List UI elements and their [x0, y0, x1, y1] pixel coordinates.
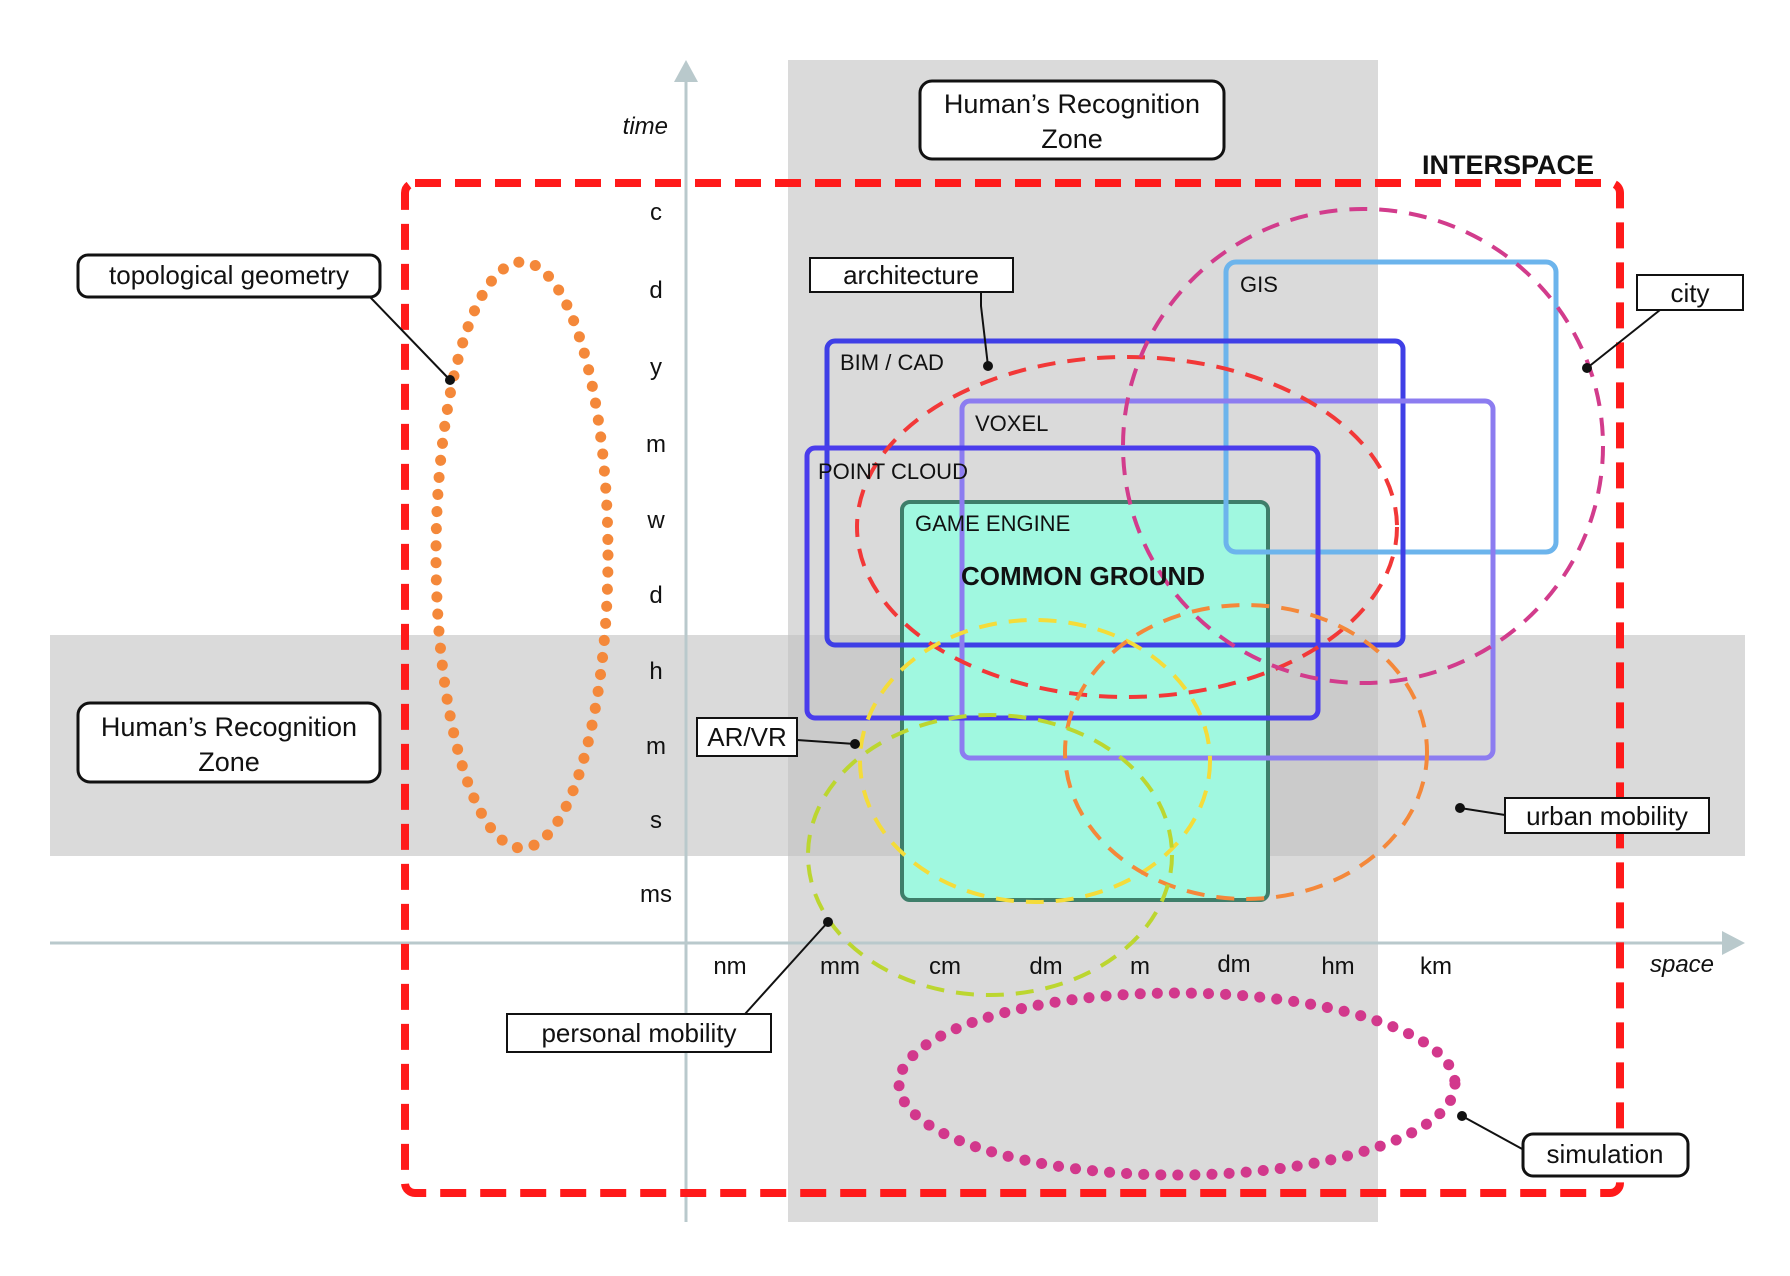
time-tick-labels: c d y m w d h m s ms	[640, 199, 672, 908]
space-axis-label: space	[1650, 951, 1714, 978]
svg-text:urban mobility: urban mobility	[1526, 801, 1688, 831]
game-engine-box	[900, 500, 1270, 902]
simulation-ellipse	[893, 987, 1461, 1181]
time-tick-year: y	[650, 354, 662, 381]
top-recognition-zone-label: Human’s Recognition Zone	[918, 79, 1226, 161]
space-axis-arrow	[1722, 931, 1745, 955]
svg-text:topological geometry: topological geometry	[109, 260, 349, 290]
svg-text:Zone: Zone	[1041, 124, 1103, 154]
time-tick-month: m	[646, 431, 666, 458]
space-tick-dam: dm	[1217, 951, 1250, 978]
bim-cad-box	[824, 338, 1406, 648]
space-tick-nm: nm	[713, 953, 746, 980]
left-recognition-zone-label: Human’s Recognition Zone	[76, 701, 382, 784]
personal-mobility-callout: personal mobility	[506, 917, 833, 1053]
architecture-callout: architecture	[809, 257, 1014, 371]
space-tick-cm: cm	[929, 953, 961, 980]
space-tick-dm: dm	[1029, 953, 1062, 980]
time-tick-millisecond: ms	[640, 881, 672, 908]
svg-text:architecture: architecture	[843, 260, 979, 290]
svg-text:simulation: simulation	[1546, 1139, 1663, 1169]
svg-text:Zone: Zone	[198, 747, 260, 777]
time-tick-week: w	[646, 507, 665, 534]
point-cloud-box	[804, 445, 1321, 721]
topological-geometry-callout: topological geometry	[76, 253, 455, 385]
urban-mobility-callout: urban mobility	[1455, 797, 1710, 834]
time-tick-minute: m	[646, 733, 666, 760]
ar-vr-ellipse	[858, 618, 1212, 904]
voxel-label: VOXEL	[975, 411, 1048, 436]
space-tick-km: km	[1420, 953, 1452, 980]
time-tick-day: d	[649, 582, 662, 609]
city-ellipse	[1121, 207, 1605, 685]
space-tick-mm: mm	[820, 953, 860, 980]
time-axis-label: time	[623, 113, 668, 140]
time-tick-decade: d	[649, 277, 662, 304]
bim-cad-label: BIM / CAD	[840, 350, 944, 375]
time-tick-century: c	[650, 199, 662, 226]
ar-vr-callout: AR/VR	[696, 717, 860, 757]
interspace-frame	[401, 179, 1624, 1197]
time-tick-hour: h	[649, 658, 662, 685]
space-tick-hm: hm	[1321, 953, 1354, 980]
gis-box	[1223, 259, 1559, 555]
space-tick-m: m	[1130, 953, 1150, 980]
game-engine-label: GAME ENGINE	[915, 511, 1070, 536]
interspace-label: INTERSPACE	[1422, 150, 1594, 180]
gis-label: GIS	[1240, 272, 1278, 297]
personal-mobility-ellipse	[806, 713, 1174, 997]
svg-text:city: city	[1671, 278, 1710, 308]
topological-geometry-ellipse	[430, 256, 614, 854]
svg-text:AR/VR: AR/VR	[707, 722, 786, 752]
common-ground-label: COMMON GROUND	[961, 561, 1205, 591]
voxel-box	[959, 398, 1496, 761]
city-callout: city	[1582, 274, 1744, 373]
time-tick-second: s	[650, 807, 662, 834]
urban-mobility-ellipse	[1063, 603, 1429, 901]
svg-text:personal mobility: personal mobility	[541, 1018, 736, 1048]
point-cloud-label: POINT CLOUD	[818, 459, 968, 484]
svg-text:Human’s Recognition: Human’s Recognition	[944, 89, 1200, 119]
svg-text:Human’s Recognition: Human’s Recognition	[101, 712, 357, 742]
simulation-callout: simulation	[1457, 1111, 1690, 1178]
architecture-ellipse	[855, 355, 1399, 699]
time-axis-arrow	[674, 60, 698, 82]
space-tick-labels: nm mm cm dm m dm hm km	[713, 951, 1452, 980]
